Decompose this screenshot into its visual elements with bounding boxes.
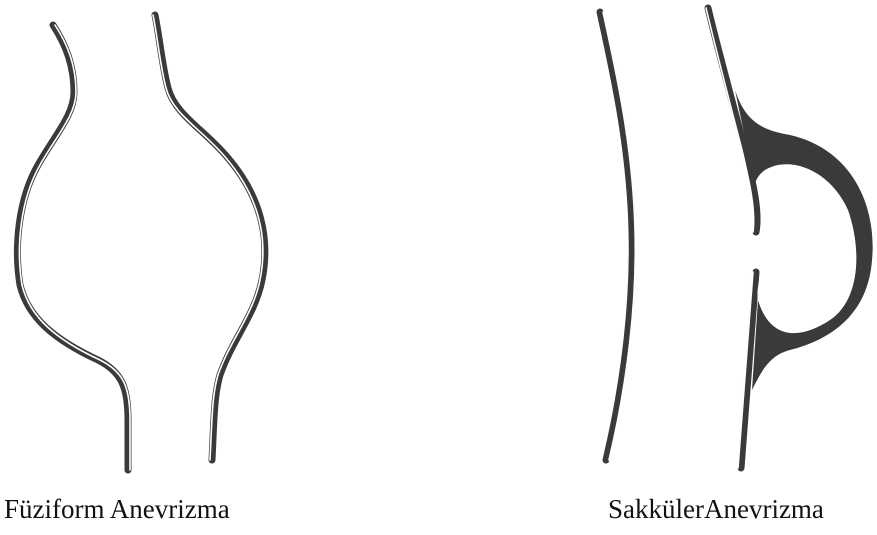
saccular-aneurysm-sac xyxy=(735,90,873,390)
saccular-left-wall xyxy=(600,12,635,460)
fusiform-caption: Füziform Anevrizma xyxy=(4,493,230,525)
saccular-right-wall-lower xyxy=(738,272,756,468)
saccular-caption: SakkülerAnevrizma xyxy=(608,493,824,525)
